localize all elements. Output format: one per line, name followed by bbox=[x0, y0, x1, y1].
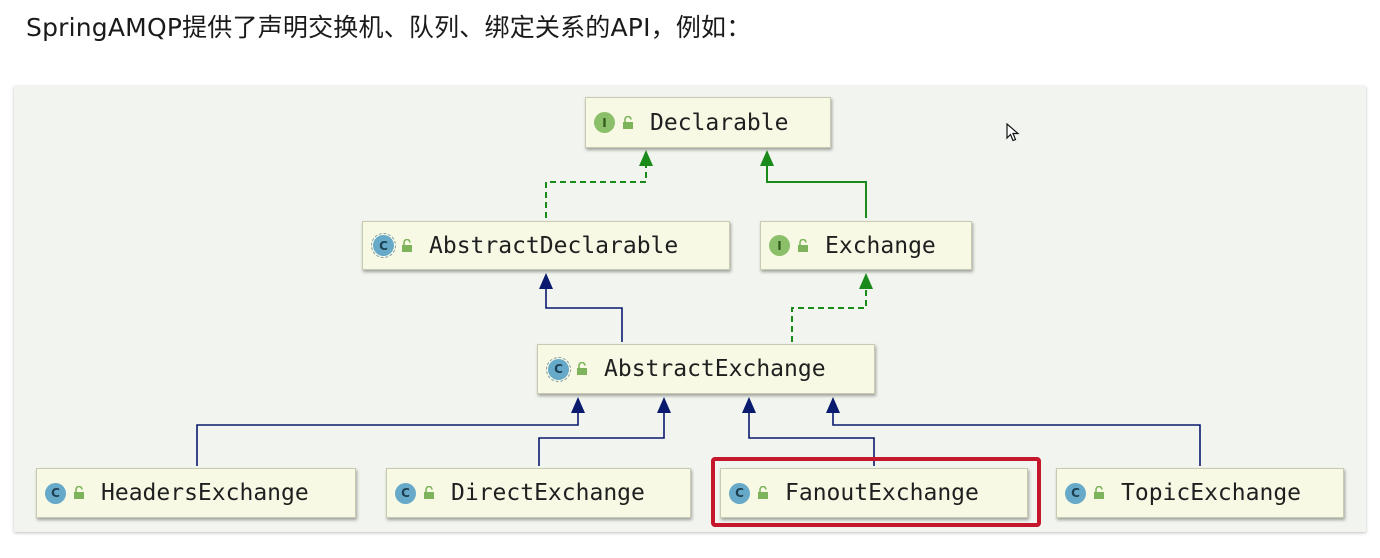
node-label: AbstractDeclarable bbox=[429, 232, 679, 259]
public-lock-icon bbox=[1094, 486, 1104, 499]
node-topic-exchange[interactable]: C TopicExchange bbox=[1056, 468, 1344, 518]
node-label: Declarable bbox=[650, 109, 789, 136]
diagram-canvas bbox=[14, 86, 1366, 532]
public-lock-icon bbox=[623, 115, 633, 129]
public-lock-icon bbox=[424, 486, 434, 499]
page-heading: SpringAMQP提供了声明交换机、队列、绑定关系的API，例如： bbox=[26, 13, 752, 42]
abstract-class-badge-icon: C bbox=[371, 233, 396, 258]
public-lock-icon bbox=[577, 362, 587, 375]
class-badge-icon: C bbox=[45, 482, 66, 504]
class-badge-icon: C bbox=[729, 482, 750, 504]
node-direct-exchange[interactable]: C DirectExchange bbox=[386, 468, 691, 518]
abstract-class-badge-icon: C bbox=[546, 356, 571, 382]
node-abstract-declarable[interactable]: C AbstractDeclarable bbox=[362, 221, 730, 270]
public-lock-icon bbox=[758, 486, 768, 499]
node-label: FanoutExchange bbox=[785, 480, 979, 506]
public-lock-icon bbox=[402, 238, 412, 252]
public-lock-icon bbox=[798, 238, 808, 252]
node-fanout-exchange[interactable]: C FanoutExchange bbox=[720, 468, 1028, 518]
node-abstract-exchange[interactable]: C AbstractExchange bbox=[537, 344, 875, 394]
node-label: DirectExchange bbox=[451, 480, 645, 506]
interface-badge-icon: I bbox=[769, 235, 790, 256]
mouse-cursor-icon bbox=[1006, 123, 1020, 142]
node-label: AbstractExchange bbox=[604, 356, 826, 382]
class-badge-icon: C bbox=[395, 482, 416, 504]
fanout-highlight-box bbox=[711, 457, 1041, 527]
node-headers-exchange[interactable]: C HeadersExchange bbox=[36, 468, 356, 518]
public-lock-icon bbox=[74, 486, 84, 499]
node-exchange[interactable]: I Exchange bbox=[760, 221, 972, 270]
interface-badge-icon: I bbox=[594, 112, 615, 133]
node-label: TopicExchange bbox=[1121, 480, 1302, 506]
node-declarable[interactable]: I Declarable bbox=[585, 97, 831, 148]
node-label: Exchange bbox=[825, 232, 936, 259]
class-badge-icon: C bbox=[1065, 482, 1086, 504]
node-label: HeadersExchange bbox=[101, 480, 309, 506]
